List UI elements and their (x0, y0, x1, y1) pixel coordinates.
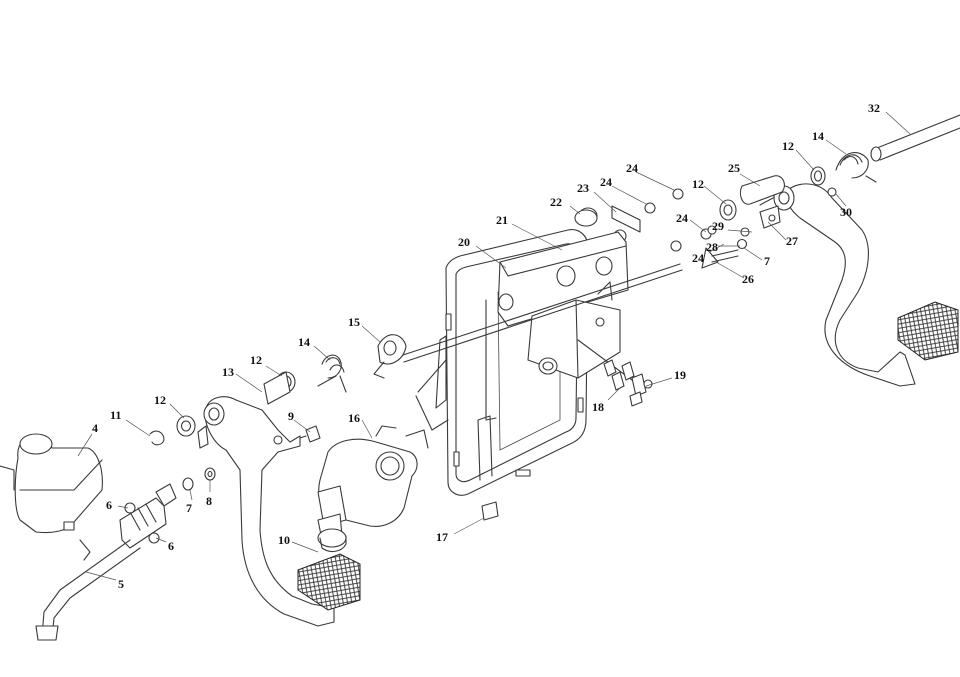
callout-label: 24 (692, 251, 704, 265)
callout-label: 23 (577, 181, 589, 195)
callout-label: 13 (222, 365, 234, 379)
nut-and-washer (182, 467, 216, 491)
pivot-shaft-line (399, 263, 683, 363)
callout-label: 12 (692, 177, 704, 191)
pedal-shaft (870, 114, 960, 162)
callout-label: 12 (250, 353, 262, 367)
callout-label: 6 (106, 498, 112, 512)
callout-label: 26 (742, 272, 754, 286)
clutch-spring-group (263, 334, 407, 405)
hydraulic-hose (35, 539, 141, 641)
callout-label: 14 (812, 129, 824, 143)
callout-label: 6 (168, 539, 174, 553)
mounting-bracket (497, 231, 629, 379)
callout-label: 30 (840, 205, 852, 219)
callout-label: 7 (764, 254, 770, 268)
clutch-pedal-arm (197, 396, 361, 627)
cover-and-plate (481, 209, 598, 521)
callout-label: 25 (728, 161, 740, 175)
callout-label: 29 (712, 219, 724, 233)
callout-label: 20 (458, 235, 470, 249)
callout-label: 11 (110, 408, 121, 422)
clutch-pedal-pad (297, 553, 361, 611)
brake-master-cylinder (317, 425, 429, 553)
fluid-reservoir (0, 433, 103, 534)
callout-label: 12 (154, 393, 166, 407)
right-pivot-hardware (578, 152, 877, 269)
callout-label: 32 (868, 101, 880, 115)
callout-label: 9 (288, 409, 294, 423)
callout-label: 24 (626, 161, 638, 175)
callout-label: 22 (550, 195, 562, 209)
brake-pedal-right (759, 183, 959, 387)
callout-label: 24 (676, 211, 688, 225)
clutch-master-cylinder (119, 483, 177, 549)
callout-label: 4 (92, 421, 98, 435)
callout-label: 7 (186, 501, 192, 515)
callout-label: 28 (706, 240, 718, 254)
callout-labels: 32 14 12 25 30 24 12 24 23 22 21 20 24 2… (92, 101, 880, 591)
callout-label: 27 (786, 234, 798, 248)
callout-label: 12 (782, 139, 794, 153)
callout-label: 19 (674, 368, 686, 382)
callout-label: 24 (600, 175, 612, 189)
leader-lines (77, 111, 911, 581)
callout-label: 15 (348, 315, 360, 329)
callout-label: 5 (118, 577, 124, 591)
callout-label: 21 (496, 213, 508, 227)
callout-label: 18 (592, 400, 604, 414)
bolt (299, 425, 321, 443)
left-bushing-clip (149, 415, 196, 446)
callout-label: 8 (206, 494, 212, 508)
callout-label: 17 (436, 530, 448, 544)
callout-label: 10 (278, 533, 290, 547)
brake-pedal-pad (897, 301, 959, 361)
callout-label: 16 (348, 411, 360, 425)
callout-label: 14 (298, 335, 310, 349)
